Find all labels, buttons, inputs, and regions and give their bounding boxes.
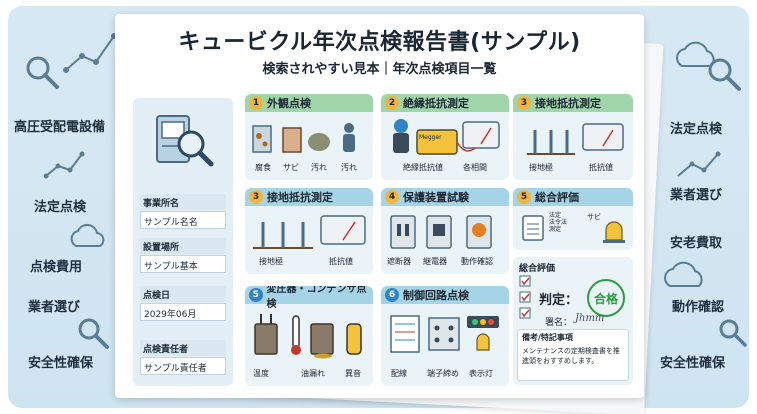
card-title: 変圧器・コンデンサ点検 [266, 286, 367, 310]
field-value-location: サンプル基本 [140, 255, 226, 273]
note-box: 備考/特記事項 メンテナンスの定期検査書を推進頭をおすすめします。 [517, 329, 629, 381]
left-keyword-5: 安全性確保 [28, 356, 94, 371]
right-keyword-3: 安老費取 [670, 236, 723, 251]
magnifier-icon-right-2 [719, 319, 747, 347]
insulation-tester-icons [393, 119, 500, 155]
line-graph-icon [44, 151, 85, 179]
warning-light-icon [603, 221, 625, 243]
card-number: 6 [385, 288, 399, 302]
card-title: 制御回路点検 [403, 289, 469, 302]
pass-stamp: 合格 [587, 279, 625, 317]
clipboard-icon [522, 215, 544, 241]
note-text: メンテナンスの定期検査書を推進頭をおすすめします。 [522, 347, 620, 365]
report-subtitle: 検索されやすい見本｜年次点検項目一覧 [262, 62, 497, 77]
left-keyword-1: 高圧受配電設備 [14, 120, 106, 135]
card-ground-resistance: 3 接地抵抗測定 接地極 抵抗値 [245, 188, 373, 274]
caption: 継電器 [423, 257, 447, 266]
network-graph-icon [63, 33, 117, 73]
card-number: 2 [385, 96, 399, 110]
line-graph-icon-right [677, 151, 721, 177]
caption: 汚れ [311, 163, 327, 172]
ground-rod-icons [253, 215, 366, 249]
caption: 端子締め [427, 369, 459, 378]
card-title: 接地抵抗測定 [267, 191, 333, 204]
caption: サビ [283, 163, 299, 172]
caption: 表示灯 [469, 369, 493, 378]
card-title: 総合評価 [535, 191, 579, 204]
caption: 配線 [391, 369, 407, 378]
report-sheet: キュービクル年次点検報告書(サンプル) 検索されやすい見本｜年次点検項目一覧 事… [115, 14, 644, 398]
appearance-icons [252, 123, 355, 153]
right-keyword-1: 法定点検 [670, 122, 723, 137]
card-number: 5 [517, 190, 531, 204]
caption: 接地極 [259, 257, 283, 266]
caption: 汚れ [341, 163, 357, 172]
cloud-icon [70, 223, 105, 247]
caption: 法定 法令法 測定 [549, 212, 568, 233]
left-keyword-2: 法定点検 [34, 200, 87, 215]
meter-label: Megger [419, 134, 442, 141]
right-keyword-2: 業者選び [670, 188, 723, 203]
card-number: 4 [385, 190, 399, 204]
note-title: 備考/特記事項 [522, 333, 573, 342]
cloud-icon-right [676, 41, 715, 67]
signature-label: 署名： [545, 318, 573, 328]
magnifier-icon [26, 56, 59, 89]
right-keyword-5: 安全性確保 [660, 356, 726, 371]
caption: 温度 [253, 369, 269, 378]
info-panel: 事業所名 サンプル名名 設置場所 サンプル基本 点検日 2029年06月 点検責… [133, 98, 233, 386]
cubicle-inspection-icon [156, 115, 214, 167]
verdict-label: 判定： [539, 293, 579, 308]
signature: Jhmm [575, 313, 605, 324]
card-protection-test: 4 保護装置試験 遮断器 継電器 動作確認 [381, 188, 509, 274]
caption: サビ [587, 213, 601, 221]
field-label-date: 点検日 [140, 286, 226, 302]
field-value-office: サンプル名名 [140, 211, 226, 229]
card-control-circuit: 6 制御回路点検 配線 端子締め 表示灯 [381, 286, 509, 386]
caption: 接地極 [529, 163, 553, 172]
field-label-office: 事業所名 [140, 194, 226, 210]
caption: 抵抗値 [329, 257, 353, 266]
cloud-icon-right-2 [664, 261, 703, 287]
transformer-icons [254, 314, 362, 359]
card-number: 3 [249, 190, 263, 204]
ground-tester-icons [527, 123, 624, 155]
card-appearance-check: 1 外観点検 腐食 サビ 汚れ 汚れ [245, 94, 373, 180]
field-value-manager: サンプル責任者 [140, 357, 226, 375]
left-keyword-3: 点検費用 [30, 260, 83, 275]
card-ground-resistance-top: 3 接地抵抗測定 接地極 抵抗値 [513, 94, 633, 180]
control-circuit-icons [390, 315, 499, 353]
card-overall-summary: 5 総合評価 法定 法令法 測定 サビ [513, 188, 633, 250]
field-label-location: 設置場所 [140, 238, 226, 254]
caption: 各相間 [463, 163, 487, 172]
caption: 異音 [345, 369, 361, 378]
caption: 抵抗値 [589, 163, 613, 172]
caption: 絶縁抵抗値 [403, 163, 443, 172]
magnifier-icon-right [708, 58, 741, 91]
field-value-date: 2029年06月 [140, 303, 226, 321]
evaluation-panel: 総合評価 判定： 合格 署名： Jhmm 備考/特記事項 メンテナンスの定期検査… [513, 257, 633, 385]
caption: 動作確認 [461, 257, 493, 266]
left-keyword-4: 業者選び [28, 300, 81, 315]
caption: 油漏れ [301, 369, 325, 378]
right-keyword-4: 動作確認 [672, 300, 725, 315]
caption: 腐食 [255, 163, 271, 172]
field-label-manager: 点検責任者 [140, 340, 226, 356]
card-insulation-resistance: 2 絶縁抵抗測定 Megger 絶縁抵抗値 各相間 [381, 94, 509, 180]
card-title: 絶縁抵抗測定 [403, 97, 469, 110]
card-number: 5 [249, 288, 263, 302]
card-title: 接地抵抗測定 [535, 97, 601, 110]
evaluation-header: 総合評価 [519, 264, 556, 274]
card-title: 保護装置試験 [403, 191, 469, 204]
card-number: 1 [249, 96, 263, 110]
magnifier-icon-2 [78, 318, 109, 349]
report-title: キュービクル年次点検報告書(サンプル) [178, 30, 581, 55]
card-number: 3 [517, 96, 531, 110]
caption: 遮断器 [387, 257, 411, 266]
breaker-relay-icons [390, 215, 492, 249]
card-title: 外観点検 [267, 97, 311, 110]
checklist-icon [519, 275, 531, 319]
